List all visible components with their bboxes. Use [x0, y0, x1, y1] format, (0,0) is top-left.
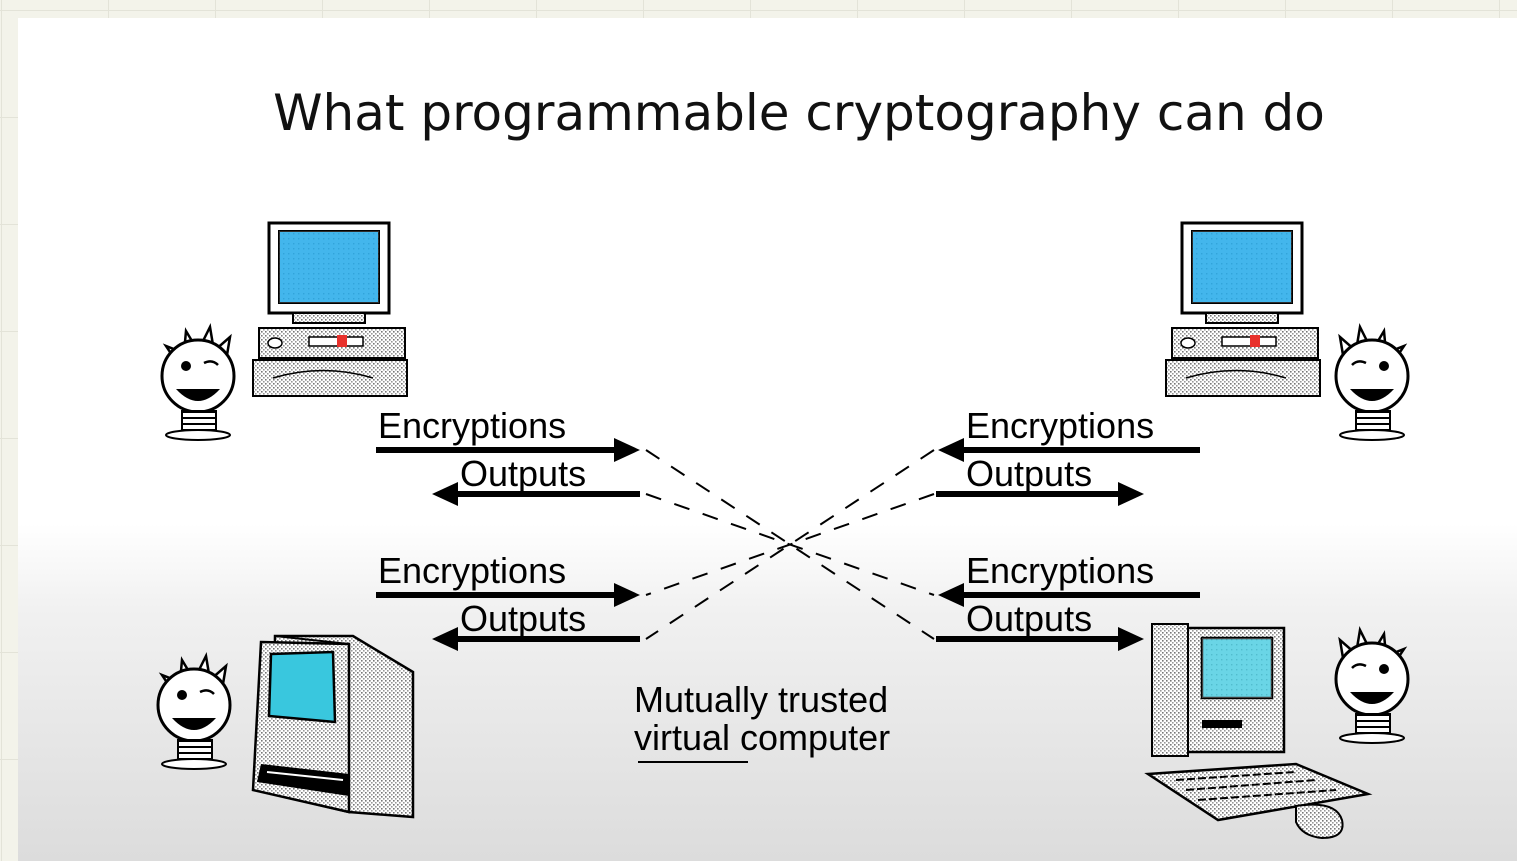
cartoon-face-icon — [1334, 323, 1410, 441]
label-encryptions: Encryptions — [966, 550, 1154, 591]
mac-with-keyboard-icon — [1144, 623, 1373, 840]
protocol-diagram: Encryptions Outputs Encryptions Outputs … — [156, 221, 1410, 840]
arrow-left — [432, 627, 640, 651]
arrow-left — [938, 583, 1200, 607]
dashed-line — [645, 493, 935, 596]
center-caption-line2: virtual computer — [634, 717, 890, 758]
desktop-pc-icon — [1165, 221, 1321, 397]
label-encryptions: Encryptions — [378, 405, 566, 446]
center-caption-line1: Mutually trusted — [634, 679, 888, 720]
label-outputs: Outputs — [460, 598, 586, 639]
slide-title: What programmable cryptography can do — [273, 84, 1325, 142]
cartoon-face-icon — [1334, 626, 1410, 744]
label-outputs: Outputs — [966, 598, 1092, 639]
desktop-pc-icon — [252, 221, 408, 397]
label-encryptions: Encryptions — [966, 405, 1154, 446]
arrow-right — [376, 438, 640, 462]
arrow-right — [936, 627, 1144, 651]
arrow-left — [432, 482, 640, 506]
label-outputs: Outputs — [460, 453, 586, 494]
arrow-right — [376, 583, 640, 607]
compact-mac-icon — [251, 634, 415, 819]
arrow-left — [938, 438, 1200, 462]
party-bottom-left — [156, 634, 415, 819]
cartoon-face-icon — [156, 652, 232, 770]
cartoon-face-icon — [160, 323, 236, 441]
party-bottom-right — [1144, 623, 1410, 840]
arrows — [376, 438, 1200, 651]
party-top-left — [160, 221, 408, 441]
dashed-connections — [645, 449, 935, 640]
arrow-right — [936, 482, 1144, 506]
slide: What programmable cryptography can do — [18, 18, 1517, 861]
label-encryptions: Encryptions — [378, 550, 566, 591]
party-top-right — [1165, 221, 1410, 441]
label-outputs: Outputs — [966, 453, 1092, 494]
